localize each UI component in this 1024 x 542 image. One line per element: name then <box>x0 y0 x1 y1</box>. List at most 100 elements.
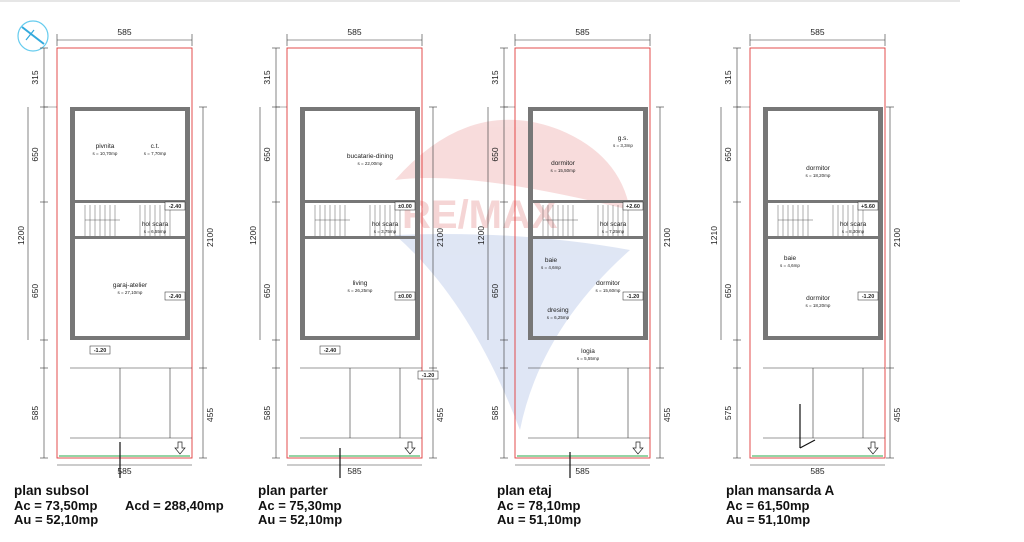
room-name: baie <box>545 257 558 264</box>
level-label: ±0.00 <box>398 294 412 300</box>
room-name: c.t. <box>151 143 160 150</box>
level-marker: -1.20 <box>89 345 111 355</box>
wall <box>415 107 420 340</box>
plan-au: Au = 52,10mp <box>14 512 99 527</box>
room-name: garaj-atelier <box>113 282 148 289</box>
entry-arrow-icon <box>174 441 186 455</box>
dim-label: 315 <box>30 70 40 84</box>
plan-ac: Ac = 75,30mp <box>258 498 342 513</box>
wall <box>878 107 883 340</box>
plan-au: Au = 52,10mp <box>258 512 343 527</box>
plan-parter: 58558531565012006505852100455bucatarie-d… <box>248 27 445 476</box>
room-area: s = 3,3mp <box>613 143 633 148</box>
room-name: hol scara <box>600 221 627 228</box>
logo-icon <box>17 20 49 52</box>
staircase <box>542 205 629 236</box>
level-box <box>622 291 644 301</box>
level-box <box>164 201 186 211</box>
plan-title: plan etaj <box>497 483 552 498</box>
dim-label: 585 <box>262 406 272 420</box>
room-name: dormitor <box>806 165 831 172</box>
level-label: -2.40 <box>324 348 337 354</box>
room-area: s = 15,50mp <box>551 168 576 173</box>
watermark-logo: RE/MAX <box>395 119 630 430</box>
room-area: s = 8,30mp <box>842 229 865 234</box>
room-name: baie <box>784 255 797 262</box>
room-area: s = 18,20mp <box>806 303 831 308</box>
entry-arrow-icon <box>404 441 416 455</box>
dim-label: 585 <box>30 406 40 420</box>
room-name: g.s. <box>618 135 629 142</box>
wall <box>185 107 190 340</box>
wall <box>763 336 883 340</box>
plan-au: Au = 51,10mp <box>726 512 811 527</box>
room-name: bucatarie-dining <box>347 153 394 160</box>
level-marker: +2.60 <box>622 201 644 211</box>
level-box <box>622 201 644 211</box>
level-box <box>857 201 879 211</box>
dim-label: 315 <box>490 70 500 84</box>
wall <box>533 236 643 239</box>
wall <box>768 200 878 203</box>
room-name: dormitor <box>806 295 831 302</box>
dim-label: 650 <box>30 147 40 161</box>
wall <box>533 200 643 203</box>
dim-label: 455 <box>435 408 445 422</box>
room-area: s = 7,25mp <box>602 229 625 234</box>
plan-ac: Ac = 61,50mp <box>726 498 810 513</box>
plan-acd: Acd = 288,40mp <box>125 498 224 513</box>
dim-label: 455 <box>205 408 215 422</box>
entry-arrow-icon <box>632 441 644 455</box>
wall <box>643 107 648 340</box>
dim-label: 2100 <box>892 228 902 247</box>
level-marker: -2.40 <box>164 201 186 211</box>
dim-label: 585 <box>347 27 361 37</box>
entry-arrow-icon <box>174 441 186 455</box>
dim-label: 2100 <box>662 228 672 247</box>
dim-label: 585 <box>347 466 361 476</box>
dim-label: 650 <box>723 284 733 298</box>
level-marker: ±0.00 <box>394 201 416 211</box>
room-name: pivnita <box>96 143 115 150</box>
property-boundary <box>56 47 193 459</box>
dim-label: 585 <box>810 27 824 37</box>
room-area: s = 6,25mp <box>547 315 570 320</box>
dim-label: 1200 <box>16 226 26 245</box>
dim-label: 1200 <box>476 226 486 245</box>
room-area: s = 15,60mp <box>596 288 621 293</box>
dim-label: 650 <box>490 284 500 298</box>
room-area: s = 27,10mp <box>118 290 143 295</box>
dim-label: 585 <box>117 27 131 37</box>
wall <box>300 107 420 111</box>
wall <box>528 107 533 340</box>
level-box <box>164 291 186 301</box>
dim-label: 585 <box>575 466 589 476</box>
dim-label: 585 <box>490 406 500 420</box>
plan-ac: Ac = 78,10mp <box>497 498 581 513</box>
level-box <box>394 201 416 211</box>
plan-title: plan parter <box>258 483 328 498</box>
entry-arrow-icon <box>404 441 416 455</box>
level-marker: +5.60 <box>857 201 879 211</box>
plan-ac: Ac = 73,50mp <box>14 498 98 513</box>
plan-au: Au = 51,10mp <box>497 512 582 527</box>
level-marker: ±0.00 <box>394 291 416 301</box>
wall <box>70 107 190 111</box>
level-label: -1.20 <box>422 373 435 379</box>
level-box <box>394 291 416 301</box>
room-area: s = 18,20mp <box>806 173 831 178</box>
level-label: +5.60 <box>861 204 875 210</box>
wall <box>75 236 185 239</box>
level-marker: -1.20 <box>417 370 439 380</box>
wall <box>763 107 768 340</box>
level-label: +2.60 <box>626 204 640 210</box>
property-boundary <box>749 47 886 459</box>
level-box <box>319 345 341 355</box>
wall <box>768 236 878 239</box>
plan-title: plan subsol <box>14 483 90 498</box>
room-name: hol scara <box>840 221 867 228</box>
room-area: s = 6,55mp <box>144 229 167 234</box>
wall <box>300 336 420 340</box>
